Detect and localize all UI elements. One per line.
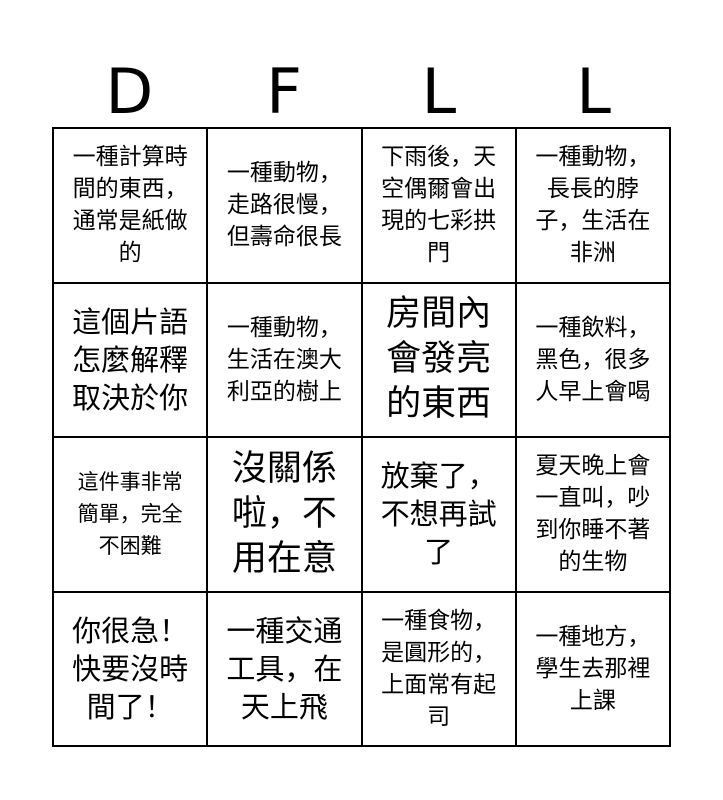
- cell-text-line: 夏天晚上會: [535, 453, 651, 480]
- cell-text-line: 放棄了，: [380, 459, 497, 494]
- header-letter: D: [105, 55, 154, 128]
- cell-text-line: 快要沒時: [72, 651, 189, 686]
- cell-text-line: 這個片語: [72, 304, 189, 339]
- cell-text-line: 子，生活在: [535, 208, 651, 235]
- bingo-cell[interactable]: 一種計算時間的東西， 通常是紙做的: [53, 128, 208, 283]
- cell-text-line: 沒關係: [231, 448, 337, 489]
- cell-text-line: 一直叫，吵: [535, 485, 651, 512]
- cell-text-line: 工具，在: [226, 651, 343, 686]
- cell-text-line: 空偶爾會出: [381, 176, 497, 203]
- cell-text-line: 生活在澳大: [226, 346, 342, 373]
- bingo-cell[interactable]: 一種地方， 學生去那裡上課: [515, 591, 670, 746]
- cell-text-line: 是圓形的，: [381, 639, 497, 666]
- cell-text-line: 啦，不: [231, 493, 337, 534]
- header-letter: L: [421, 55, 457, 128]
- cell-text-line: 用在意: [231, 538, 337, 579]
- cell-text-line: 通常是紙做: [72, 208, 188, 235]
- cell-text-line: 不想再試: [380, 497, 497, 532]
- cell-text-line: 間了！: [86, 689, 174, 724]
- bingo-cell[interactable]: 一種動物， 生活在澳大利亞的樹上: [207, 282, 362, 437]
- bingo-cell[interactable]: 一種動物， 走路很慢， 但壽命很長: [207, 128, 362, 283]
- bingo-grid: 一種計算時間的東西，通常是紙做的一種動物，走路很慢，但壽命很長下雨後，天空偶爾會…: [52, 127, 671, 747]
- cell-text-line: 上課: [569, 687, 616, 714]
- cell-text-line: 現的七彩拱: [381, 208, 497, 235]
- cell-text-line: 一種飲料，: [535, 314, 651, 341]
- cell-text-line: 天上飛: [240, 689, 328, 724]
- cell-text-line: 不困難: [98, 534, 162, 559]
- cell-text-line: 一種動物，: [535, 144, 651, 171]
- bingo-cell[interactable]: 這個片語怎麼解釋取決於你: [53, 282, 208, 437]
- header-letter: F: [266, 55, 302, 128]
- cell-text-line: 你很急！: [72, 613, 189, 648]
- cell-text-line: 的: [118, 240, 142, 267]
- cell-text-line: 下雨後，天: [381, 144, 497, 171]
- cell-text-line: 間的東西，: [72, 176, 188, 203]
- bingo-cell[interactable]: 下雨後，天空偶爾會出現的七彩拱門: [361, 128, 516, 283]
- bingo-cell[interactable]: 沒關係啦，不用在意: [207, 437, 362, 592]
- cell-text-line: 會發亮: [386, 339, 492, 380]
- cell-text-line: 學生去那裡: [535, 655, 651, 682]
- cell-text-line: 的東西: [386, 384, 492, 425]
- bingo-cell[interactable]: 放棄了，不想再試了: [361, 437, 516, 592]
- bingo-cell[interactable]: 你很急！快要沒時間了！: [53, 591, 208, 746]
- cell-text-line: 司: [427, 703, 451, 730]
- cell-text-line: 的生物: [558, 549, 628, 576]
- bingo-cell[interactable]: 一種動物， 長長的脖子，生活在非洲: [515, 128, 670, 283]
- cell-text-line: 這件事非常: [77, 470, 183, 495]
- cell-text-line: 一種食物，: [381, 607, 497, 634]
- cell-text-line: 取決於你: [72, 380, 189, 415]
- bingo-cell[interactable]: 一種食物， 是圓形的， 上面常有起司: [361, 591, 516, 746]
- cell-text-line: 到你睡不著: [535, 517, 651, 544]
- bingo-cell[interactable]: 這件事非常簡單，完全不困難: [53, 437, 208, 592]
- cell-text-line: 利亞的樹上: [226, 378, 342, 405]
- cell-text-line: 一種動物，: [226, 160, 342, 187]
- bingo-cell[interactable]: 房間內會發亮的東西: [361, 282, 516, 437]
- cell-text-line: 一種交通: [226, 613, 343, 648]
- cell-text-line: 上面常有起: [381, 671, 497, 698]
- cell-text-line: 一種動物，: [226, 314, 342, 341]
- bingo-cell[interactable]: 一種交通工具，在天上飛: [207, 591, 362, 746]
- cell-text-line: 怎麼解釋: [72, 342, 189, 377]
- cell-text-line: 一種地方，: [535, 623, 651, 650]
- cell-text-line: 但壽命很長: [226, 224, 342, 251]
- bingo-header: D F L L: [52, 58, 671, 126]
- cell-text-line: 黑色，很多: [535, 346, 651, 373]
- cell-text-line: 人早上會喝: [535, 378, 651, 405]
- cell-text-line: 房間內: [386, 294, 492, 335]
- cell-text-line: 了: [424, 535, 454, 570]
- bingo-cell[interactable]: 夏天晚上會一直叫，吵到你睡不著的生物: [515, 437, 670, 592]
- header-letter: L: [576, 55, 611, 128]
- cell-text-line: 長長的脖: [546, 176, 639, 203]
- cell-text-line: 走路很慢，: [226, 192, 342, 219]
- bingo-cell[interactable]: 一種飲料， 黑色，很多人早上會喝: [515, 282, 670, 437]
- cell-text-line: 門: [427, 240, 451, 267]
- cell-text-line: 非洲: [569, 240, 616, 267]
- cell-text-line: 一種計算時: [72, 144, 188, 171]
- cell-text-line: 簡單，完全: [77, 502, 183, 527]
